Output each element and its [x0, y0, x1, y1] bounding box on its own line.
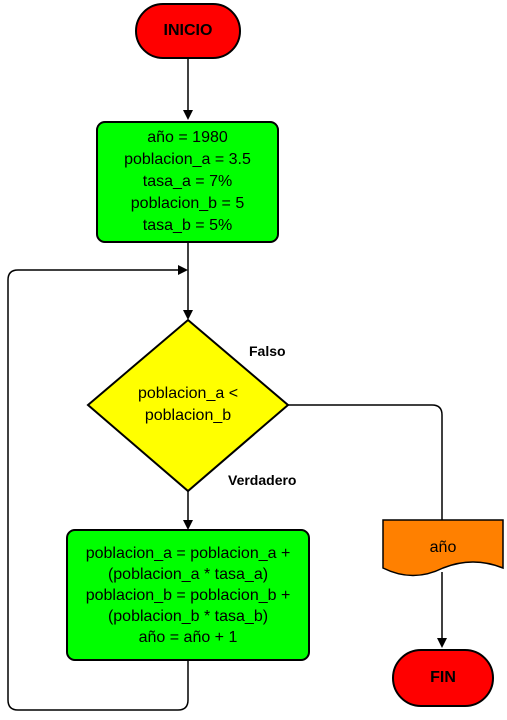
- true-branch-label: Verdadero: [228, 472, 297, 488]
- output-label: año: [383, 530, 503, 566]
- start-text: INICIO: [163, 22, 213, 39]
- output-document: [382, 519, 504, 577]
- connector-loop-back: [7, 265, 189, 711]
- end-text: FIN: [430, 669, 456, 686]
- loop-process-box: [66, 529, 310, 661]
- loop-line: poblacion_b = poblacion_b +: [85, 586, 291, 604]
- init-line: tasa_b = 5%: [142, 217, 233, 234]
- condition-line: poblacion_a <: [137, 385, 239, 402]
- loop-line: (poblacion_b * tasa_b): [107, 607, 269, 625]
- init-line: poblacion_a = 3.5: [124, 151, 251, 168]
- end-terminal: [392, 649, 494, 707]
- decision-diamond: [86, 318, 290, 493]
- start-label: INICIO: [136, 4, 240, 58]
- start-terminal: [135, 3, 241, 59]
- loop-line: año = año + 1: [138, 628, 238, 646]
- init-line: poblacion_b = 5: [130, 195, 245, 212]
- connector-decision-to-output: [288, 404, 443, 520]
- init-line: tasa_a = 7%: [142, 173, 233, 190]
- loop-label: poblacion_a = poblacion_a + (poblacion_a…: [67, 530, 309, 660]
- end-label: FIN: [393, 650, 493, 706]
- init-line: año = 1980: [147, 129, 228, 146]
- condition-label: poblacion_a < poblacion_b: [108, 370, 268, 440]
- false-branch-label: Falso: [249, 343, 286, 359]
- loop-line: (poblacion_a * tasa_a): [107, 565, 269, 583]
- output-text: año: [429, 539, 457, 556]
- condition-line: poblacion_b: [144, 407, 232, 424]
- loop-line: poblacion_a = poblacion_a +: [85, 544, 291, 562]
- init-label: año = 1980 poblacion_a = 3.5 tasa_a = 7%…: [97, 122, 278, 242]
- init-process-box: [96, 121, 279, 243]
